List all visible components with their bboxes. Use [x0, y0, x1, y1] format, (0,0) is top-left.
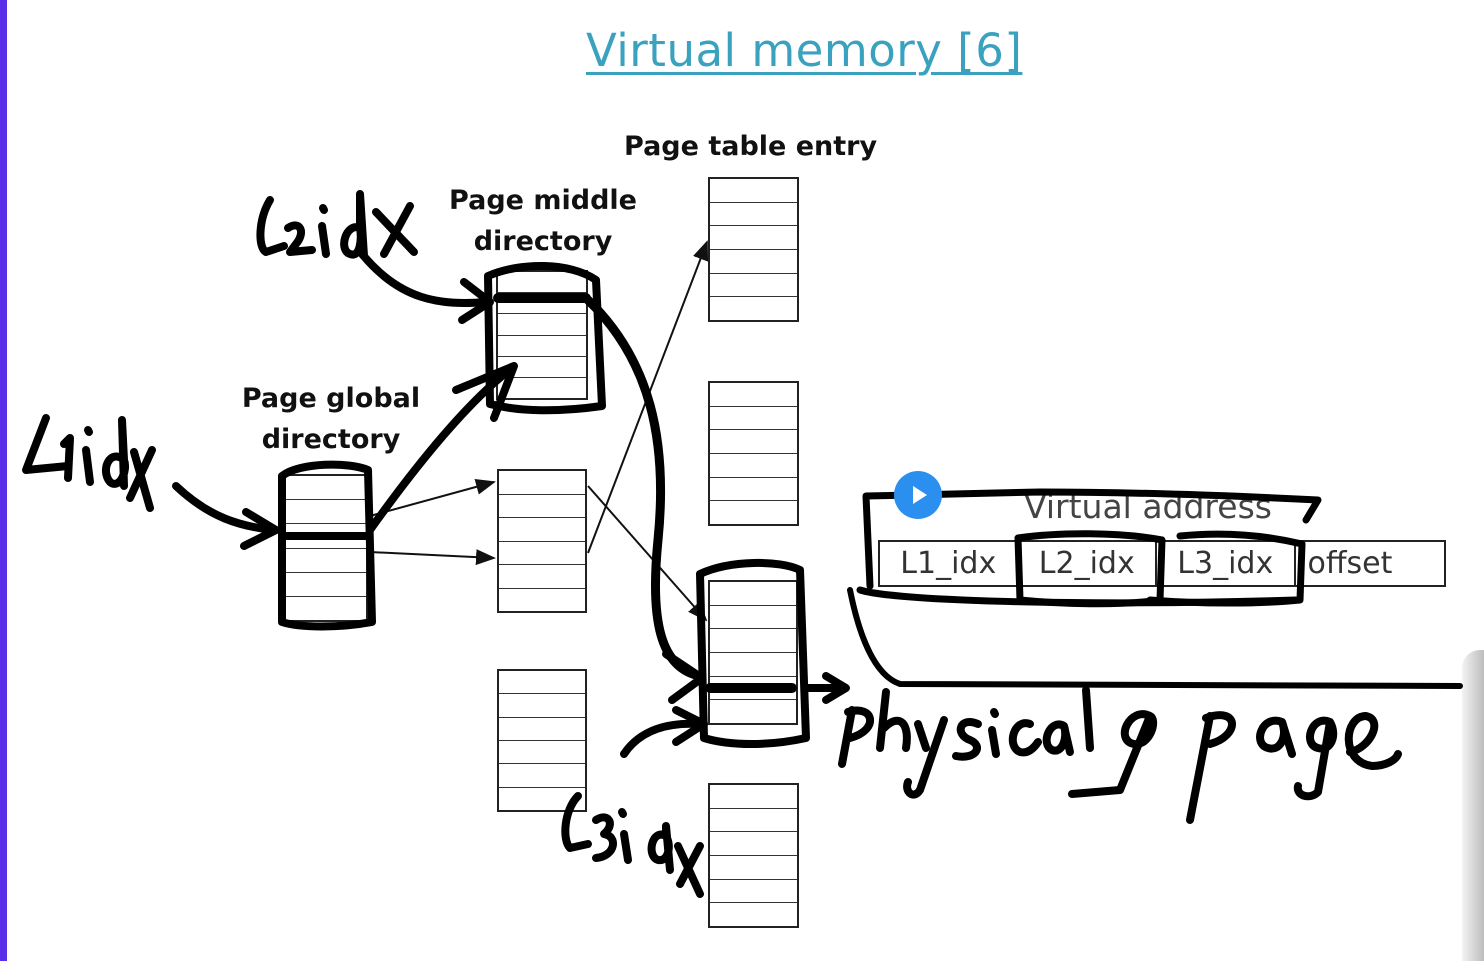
l3-thick-arrow	[620, 719, 704, 758]
page-middle-directory-label: Page middle directory	[446, 180, 640, 262]
page-table-entry-label: Page table entry	[624, 126, 877, 167]
handwritten-l1idx	[22, 414, 156, 512]
handwritten-physical-page	[838, 686, 1402, 824]
handwritten-l2idx	[256, 190, 418, 260]
page-middle-directory-table-3	[497, 669, 587, 812]
offset-to-page-curve	[847, 587, 1463, 689]
slide-title: Virtual memory [6]	[586, 24, 1023, 77]
pmd-label-line2: directory	[473, 226, 613, 257]
pmd-to-pte-thick	[583, 295, 705, 681]
pmd-ink-border	[484, 261, 606, 415]
pgd-label-line1: Page global	[241, 383, 421, 414]
page-middle-directory-table-2	[497, 469, 587, 613]
pte-ink-border	[696, 558, 810, 748]
play-icon	[913, 486, 927, 504]
pgd-to-pmd-thick	[366, 364, 516, 534]
va-bracket	[862, 488, 1322, 590]
pgd-label-line2: directory	[261, 424, 401, 455]
right-edge-panel	[1462, 650, 1484, 961]
pmd-label-line1: Page middle	[449, 185, 637, 216]
va-field-offset: offset	[1307, 546, 1393, 581]
va-field-l3: L3_idx	[1157, 542, 1296, 585]
page-table-entry-table-3	[708, 580, 798, 725]
l2-highlight	[1014, 530, 1166, 608]
l1-thick-arrow	[172, 482, 276, 534]
handwritten-l3idx	[561, 792, 704, 898]
page-table-entry-text: Page table entry	[624, 131, 878, 162]
page-table-entry-table-1	[708, 177, 799, 322]
page-table-entry-table-2	[708, 381, 799, 526]
va-field-l2: L2_idx	[1019, 542, 1157, 585]
l3-highlight	[1146, 530, 1306, 607]
play-button[interactable]	[894, 471, 942, 519]
page-table-entry-table-4	[708, 783, 799, 928]
l2-thick-arrow	[358, 250, 490, 308]
left-accent-bar	[0, 0, 7, 961]
page-global-directory-label: Page global directory	[236, 378, 426, 460]
pgd-ink-border	[278, 460, 376, 631]
